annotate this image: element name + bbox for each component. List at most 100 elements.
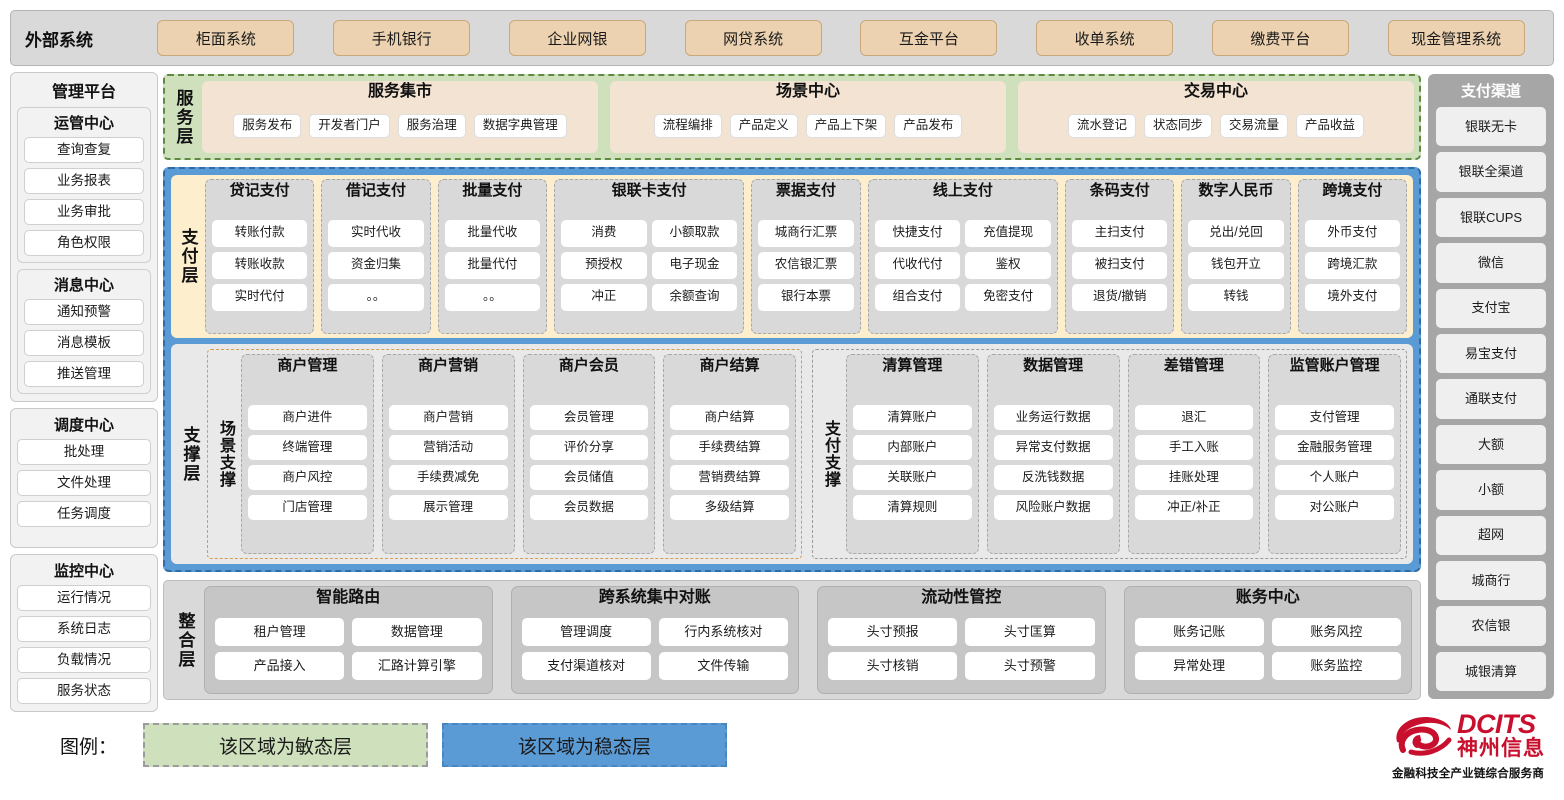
- payment-item[interactable]: 消费: [560, 219, 647, 247]
- payment-item[interactable]: 境外支付: [1304, 283, 1401, 311]
- payment-item[interactable]: 主扫支付: [1072, 219, 1168, 247]
- management-item[interactable]: 运行情况: [17, 585, 151, 611]
- integration-item[interactable]: 文件传输: [658, 651, 788, 680]
- integration-item[interactable]: 汇路计算引擎: [352, 651, 482, 680]
- support-item[interactable]: 终端管理: [248, 435, 367, 460]
- support-item[interactable]: 关联账户: [853, 465, 972, 490]
- support-item[interactable]: 挂账处理: [1134, 465, 1254, 490]
- support-item[interactable]: 冲正/补正: [1134, 495, 1254, 520]
- external-system-chip[interactable]: 收单系统: [1036, 20, 1174, 56]
- payment-item[interactable]: 兑出/兑回: [1188, 219, 1284, 247]
- payment-item[interactable]: 冲正: [560, 283, 647, 311]
- support-item[interactable]: 金融服务管理: [1275, 435, 1394, 460]
- payment-item[interactable]: 余额查询: [651, 283, 738, 311]
- payment-item[interactable]: 城商行汇票: [758, 219, 854, 247]
- service-item[interactable]: 流程编排: [653, 113, 722, 138]
- support-item[interactable]: 手续费减免: [388, 465, 508, 490]
- support-item[interactable]: 反洗钱数据: [993, 465, 1113, 490]
- service-item[interactable]: 产品发布: [894, 113, 963, 138]
- payment-channel-item[interactable]: 微信: [1436, 243, 1546, 283]
- management-item[interactable]: 推送管理: [24, 361, 144, 387]
- management-item[interactable]: 业务报表: [24, 168, 144, 194]
- support-item[interactable]: 个人账户: [1275, 465, 1394, 490]
- support-item[interactable]: 会员管理: [529, 405, 649, 430]
- payment-item[interactable]: 外币支付: [1304, 219, 1401, 247]
- payment-item[interactable]: 农信银汇票: [758, 251, 854, 279]
- support-item[interactable]: 业务运行数据: [993, 405, 1113, 430]
- management-item[interactable]: 角色权限: [24, 230, 144, 256]
- service-item[interactable]: 服务治理: [397, 113, 466, 138]
- support-item[interactable]: 商户结算: [670, 405, 789, 430]
- support-item[interactable]: 评价分享: [529, 435, 649, 460]
- payment-item[interactable]: 转账付款: [212, 219, 308, 247]
- external-system-chip[interactable]: 手机银行: [333, 20, 471, 56]
- support-item[interactable]: 清算账户: [853, 405, 972, 430]
- payment-item[interactable]: 组合支付: [874, 283, 961, 311]
- support-item[interactable]: 门店管理: [248, 495, 367, 520]
- payment-item[interactable]: 批量代收: [444, 219, 540, 247]
- management-item[interactable]: 业务审批: [24, 199, 144, 225]
- payment-channel-item[interactable]: 城银清算: [1436, 651, 1546, 692]
- management-item[interactable]: 消息模板: [24, 330, 144, 356]
- service-item[interactable]: 产品定义: [729, 113, 798, 138]
- payment-item[interactable]: 转钱: [1188, 283, 1284, 311]
- integration-item[interactable]: 异常处理: [1134, 651, 1264, 680]
- payment-item[interactable]: 小额取款: [651, 219, 738, 247]
- payment-item[interactable]: 鉴权: [965, 251, 1052, 279]
- payment-channel-item[interactable]: 银联全渠道: [1436, 152, 1546, 192]
- support-item[interactable]: 商户风控: [248, 465, 367, 490]
- payment-item[interactable]: 预授权: [560, 251, 647, 279]
- support-item[interactable]: 内部账户: [853, 435, 972, 460]
- integration-item[interactable]: 头寸匡算: [965, 617, 1095, 646]
- service-item[interactable]: 状态同步: [1143, 113, 1212, 138]
- payment-channel-item[interactable]: 小额: [1436, 470, 1546, 510]
- payment-item[interactable]: 实时代收: [328, 219, 424, 247]
- management-item[interactable]: 通知预警: [24, 299, 144, 325]
- external-system-chip[interactable]: 企业网银: [508, 20, 646, 56]
- management-item[interactable]: 文件处理: [17, 470, 151, 496]
- support-item[interactable]: 展示管理: [388, 495, 508, 520]
- payment-item[interactable]: 转账收款: [212, 251, 308, 279]
- payment-channel-item[interactable]: 通联支付: [1436, 379, 1546, 419]
- external-system-chip[interactable]: 现金管理系统: [1387, 20, 1525, 56]
- support-item[interactable]: 退汇: [1134, 405, 1254, 430]
- integration-item[interactable]: 账务风控: [1271, 617, 1401, 646]
- payment-item[interactable]: 批量代付: [444, 251, 540, 279]
- payment-item[interactable]: 电子现金: [651, 251, 738, 279]
- support-item[interactable]: 清算规则: [853, 495, 972, 520]
- support-item[interactable]: 异常支付数据: [993, 435, 1113, 460]
- service-item[interactable]: 产品收益: [1296, 113, 1365, 138]
- support-item[interactable]: 营销费结算: [670, 465, 789, 490]
- service-item[interactable]: 交易流量: [1220, 113, 1289, 138]
- management-item[interactable]: 任务调度: [17, 501, 151, 527]
- integration-item[interactable]: 租户管理: [215, 617, 345, 646]
- payment-item[interactable]: 免密支付: [965, 283, 1052, 311]
- support-item[interactable]: 营销活动: [388, 435, 508, 460]
- payment-item[interactable]: 被扫支付: [1072, 251, 1168, 279]
- service-item[interactable]: 开发者门户: [309, 113, 390, 138]
- external-system-chip[interactable]: 网贷系统: [684, 20, 822, 56]
- management-item[interactable]: 服务状态: [17, 678, 151, 704]
- service-item[interactable]: 数据字典管理: [473, 113, 567, 138]
- support-item[interactable]: 多级结算: [670, 495, 789, 520]
- support-item[interactable]: 商户进件: [248, 405, 367, 430]
- external-system-chip[interactable]: 柜面系统: [157, 20, 295, 56]
- service-item[interactable]: 流水登记: [1067, 113, 1136, 138]
- integration-item[interactable]: 行内系统核对: [658, 617, 788, 646]
- support-item[interactable]: 会员储值: [529, 465, 649, 490]
- support-item[interactable]: 商户营销: [388, 405, 508, 430]
- support-item[interactable]: 对公账户: [1275, 495, 1394, 520]
- support-item[interactable]: 支付管理: [1275, 405, 1394, 430]
- external-system-chip[interactable]: 互金平台: [860, 20, 998, 56]
- service-item[interactable]: 服务发布: [233, 113, 302, 138]
- integration-item[interactable]: 头寸预警: [965, 651, 1095, 680]
- payment-item[interactable]: 退货/撤销: [1072, 283, 1168, 311]
- payment-item[interactable]: 快捷支付: [874, 219, 961, 247]
- integration-item[interactable]: 数据管理: [352, 617, 482, 646]
- payment-item[interactable]: 跨境汇款: [1304, 251, 1401, 279]
- payment-item[interactable]: 。。: [328, 283, 424, 311]
- payment-channel-item[interactable]: 银联无卡: [1436, 107, 1546, 147]
- integration-item[interactable]: 支付渠道核对: [521, 651, 651, 680]
- payment-channel-item[interactable]: 易宝支付: [1436, 333, 1546, 374]
- payment-channel-item[interactable]: 大额: [1436, 424, 1546, 465]
